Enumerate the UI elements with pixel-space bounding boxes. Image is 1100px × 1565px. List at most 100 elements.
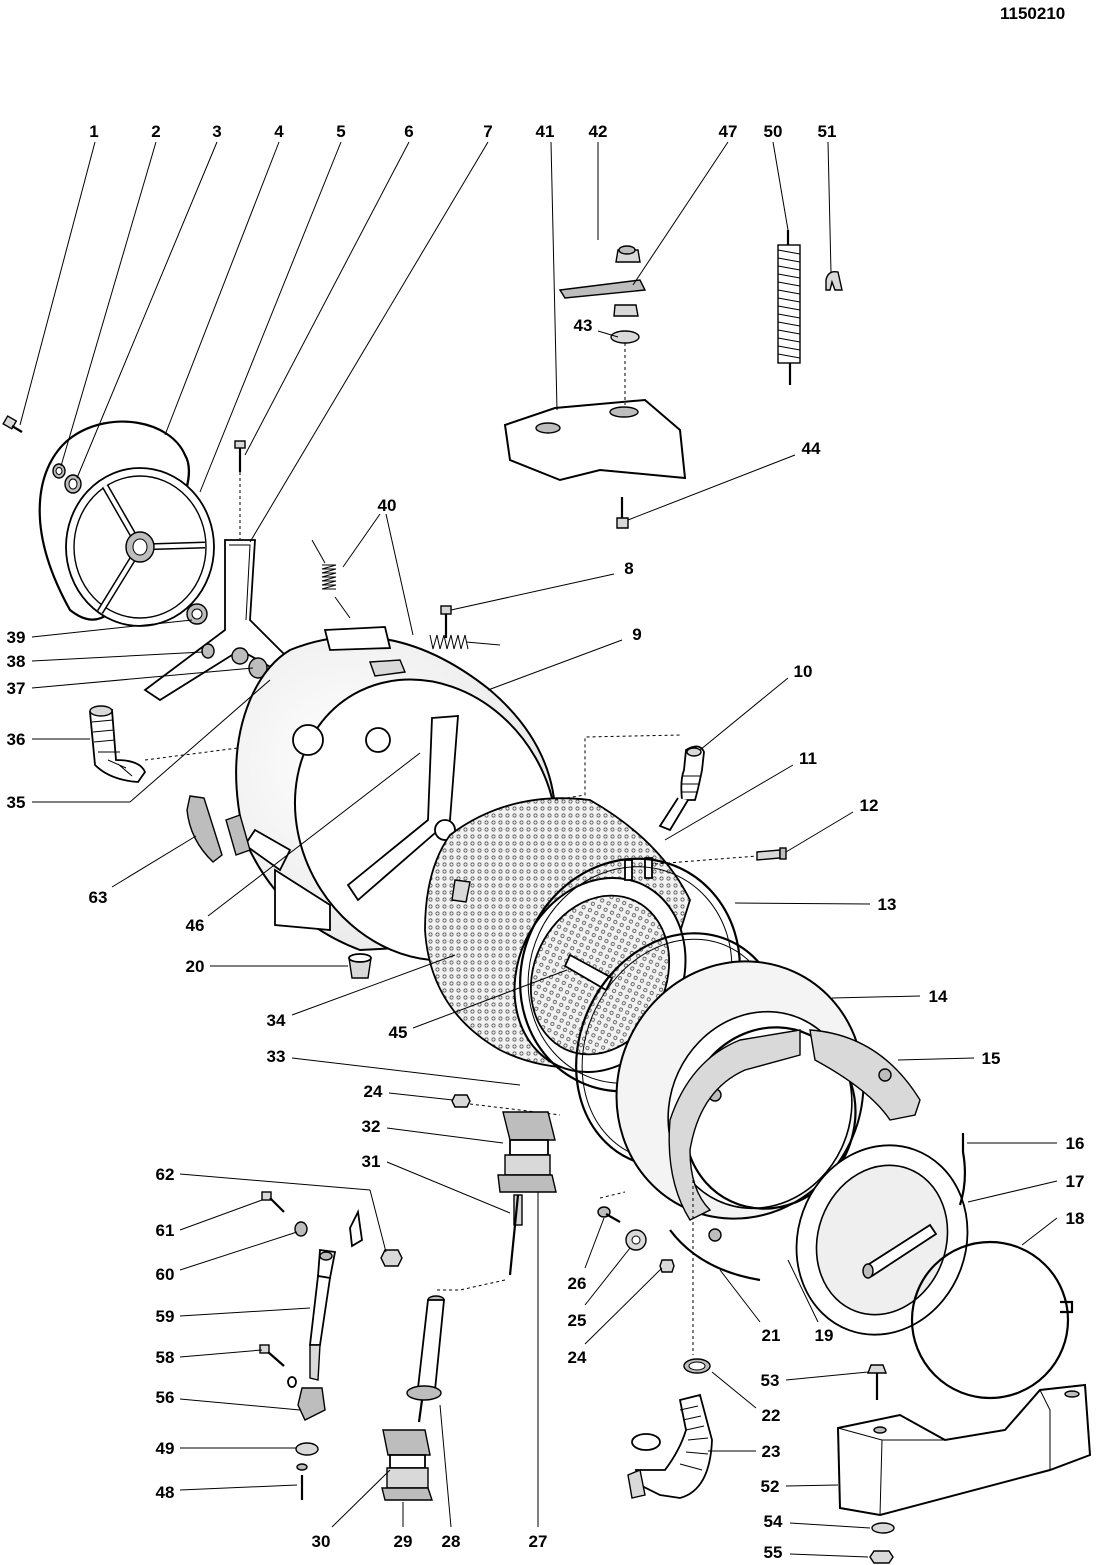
leader-line-52 <box>785 1484 839 1487</box>
callout-label-40: 40 <box>378 496 397 515</box>
callout-label-53: 53 <box>761 1371 780 1390</box>
callout-label-37: 37 <box>7 679 26 698</box>
callout-label-47: 47 <box>719 122 738 141</box>
callout-label-20: 20 <box>186 957 205 976</box>
part-62-nut <box>349 1209 403 1267</box>
callout-label-27: 27 <box>529 1532 548 1551</box>
callout-label-7: 7 <box>483 122 492 141</box>
callout-label-9: 9 <box>632 625 641 644</box>
callout-label-38: 38 <box>7 652 26 671</box>
leader-line-40 <box>342 513 381 568</box>
callout-label-46: 46 <box>186 916 205 935</box>
callout-label-10: 10 <box>794 662 813 681</box>
leader-line-34 <box>291 954 456 1016</box>
leader-line-58 <box>179 1349 263 1358</box>
callout-label-59: 59 <box>156 1307 175 1326</box>
part-43-washer <box>610 330 640 344</box>
callout-label-35: 35 <box>7 793 26 812</box>
part-32-mount <box>497 1111 557 1193</box>
part-17-door-seal <box>795 1144 969 1336</box>
leader-line-10 <box>699 677 789 751</box>
callout-label-31: 31 <box>362 1152 381 1171</box>
leader-line-43 <box>597 330 619 338</box>
callout-label-58: 58 <box>156 1348 175 1367</box>
leader-line-62 <box>179 1173 371 1191</box>
part-2-ring <box>52 463 66 479</box>
leader-line-37 <box>31 667 254 689</box>
leader-line-7 <box>249 141 489 543</box>
part-40-springs <box>311 539 501 650</box>
part-56-foot <box>287 1376 326 1421</box>
callout-label-12: 12 <box>860 796 879 815</box>
callout-label-48: 48 <box>156 1483 175 1502</box>
callout-label-17: 17 <box>1066 1172 1085 1191</box>
leader-line-62 <box>369 1189 387 1253</box>
part-38-bearing <box>201 643 215 659</box>
leader-line-31 <box>386 1161 511 1214</box>
leader-line-33 <box>291 1057 521 1086</box>
part-12-screw <box>756 847 787 861</box>
part-52-counterweight <box>836 1383 1092 1517</box>
part-50-spring <box>777 230 801 385</box>
leader-line-4 <box>164 141 280 436</box>
callout-label-60: 60 <box>156 1265 175 1284</box>
leader-line-15 <box>897 1057 975 1061</box>
callout-label-26: 26 <box>568 1274 587 1293</box>
part-20-grommet <box>348 953 372 979</box>
leader-line-11 <box>664 764 794 841</box>
leader-line-14 <box>831 995 921 999</box>
part-49-washer <box>295 1442 319 1456</box>
leader-line-63 <box>111 835 197 888</box>
callout-label-34: 34 <box>267 1011 286 1030</box>
leader-line-8 <box>450 573 615 611</box>
callout-label-23: 23 <box>762 1442 781 1461</box>
leader-line-54 <box>789 1522 871 1529</box>
callout-label-21: 21 <box>762 1326 781 1345</box>
callout-label-5: 5 <box>336 122 345 141</box>
leader-line-47 <box>632 141 729 286</box>
part-22-hose-clip <box>683 1358 711 1374</box>
leader-line-6 <box>244 141 410 456</box>
callout-label-36: 36 <box>7 730 26 749</box>
part-15-counterweight <box>668 1029 921 1221</box>
callout-label-49: 49 <box>156 1439 175 1458</box>
leader-line-19 <box>787 1259 819 1323</box>
part-8-bolt <box>440 605 452 638</box>
callout-label-4: 4 <box>274 122 284 141</box>
callout-label-42: 42 <box>589 122 608 141</box>
leader-line-28 <box>439 1404 452 1528</box>
part-54-washer <box>871 1522 895 1534</box>
part-21-tub-front-edge <box>669 1229 761 1282</box>
leader-line-56 <box>179 1398 301 1411</box>
part-41-counterweight <box>503 398 687 482</box>
part-31-rod <box>508 1194 523 1276</box>
leader-line-45 <box>412 969 568 1029</box>
callout-label-3: 3 <box>212 122 221 141</box>
callout-label-2: 2 <box>151 122 160 141</box>
callout-label-16: 16 <box>1066 1134 1085 1153</box>
leader-line-46 <box>207 752 421 917</box>
part-23-drain-hose <box>627 1393 713 1499</box>
part-10-hose <box>658 745 705 832</box>
part-51-clip <box>825 270 843 291</box>
callout-label-51: 51 <box>818 122 837 141</box>
part-47-plate <box>558 279 647 299</box>
callout-label-25: 25 <box>568 1311 587 1330</box>
part-36-elbow-hose <box>89 705 147 783</box>
callout-label-8: 8 <box>624 559 633 578</box>
callout-label-52: 52 <box>761 1477 780 1496</box>
part-3-ring <box>64 474 82 494</box>
callout-label-55: 55 <box>764 1543 783 1562</box>
leader-line-25 <box>584 1247 631 1306</box>
part-55-nut <box>869 1550 894 1564</box>
callout-label-56: 56 <box>156 1388 175 1407</box>
callout-label-41: 41 <box>536 122 555 141</box>
leader-line-55 <box>789 1553 869 1558</box>
leader-line-18 <box>1021 1217 1058 1246</box>
part-61-bolt <box>261 1191 285 1213</box>
callout-label-62: 62 <box>156 1165 175 1184</box>
callout-label-18: 18 <box>1066 1209 1085 1228</box>
callout-label-45: 45 <box>389 1023 408 1042</box>
